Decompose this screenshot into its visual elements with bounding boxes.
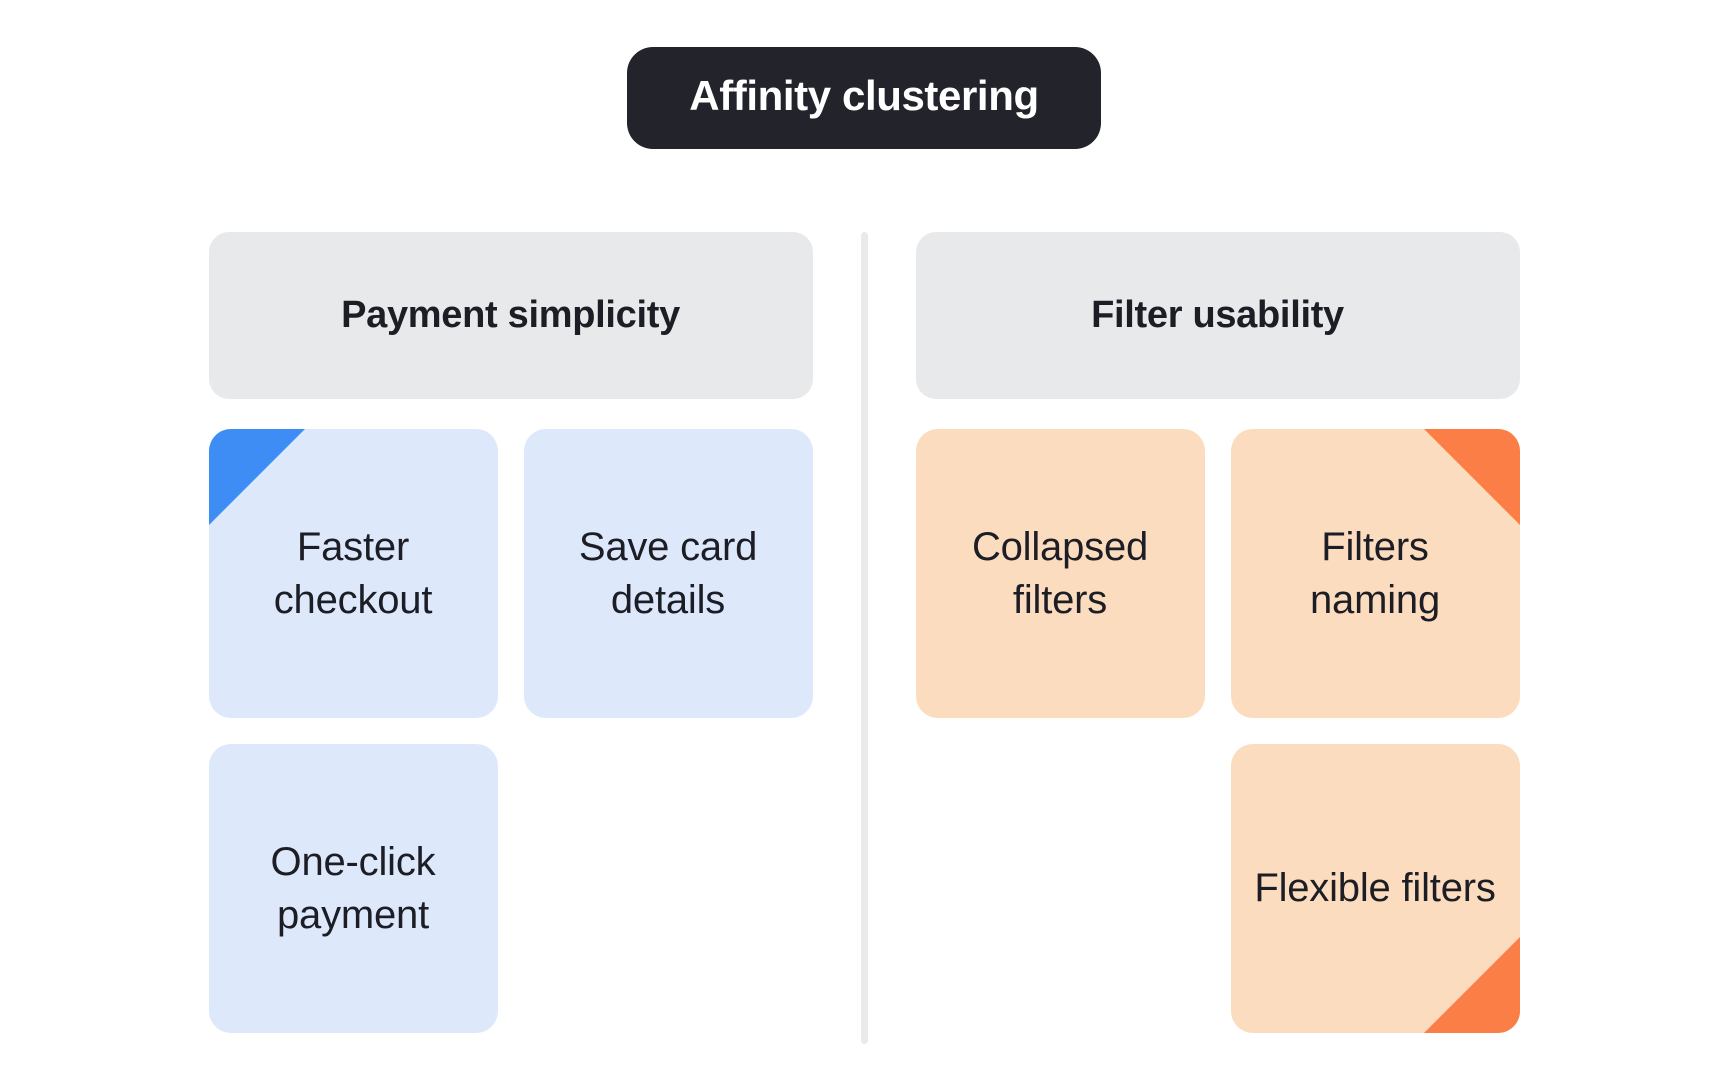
sticky-note-save-card-details[interactable]: Save card details <box>523 429 813 718</box>
cluster-header-filter-usability[interactable]: Filter usability <box>915 232 1520 399</box>
sticky-note-label: Filters naming <box>1310 524 1440 622</box>
folded-corner-icon <box>1423 429 1520 525</box>
notes-grid-filter-usability: Collapsed filters Filters naming Flexibl <box>915 429 1520 1033</box>
title-bar: Affinity clustering <box>0 0 1728 196</box>
sticky-note-flexible-filters[interactable]: Flexible filters <box>1230 744 1520 1033</box>
sticky-note-label: Faster checkout <box>273 524 433 622</box>
sticky-note-faster-checkout[interactable]: Faster checkout <box>208 429 498 718</box>
affinity-board: Payment simplicity Faster checkout Save … <box>0 232 1728 1080</box>
sticky-note-label: One-click payment <box>270 839 436 937</box>
sticky-note-filters-naming[interactable]: Filters naming <box>1230 429 1520 718</box>
sticky-note-one-click-payment[interactable]: One-click payment <box>208 744 498 1033</box>
cluster-header-label: Filter usability <box>1091 294 1344 336</box>
sticky-note-label: Save card details <box>578 524 758 622</box>
cluster-header-payment-simplicity[interactable]: Payment simplicity <box>208 232 813 399</box>
folded-corner-icon <box>208 429 305 525</box>
page-title: Affinity clustering <box>627 46 1101 150</box>
cluster-column-payment-simplicity: Payment simplicity Faster checkout Save … <box>208 232 813 1033</box>
grid-spacer <box>916 744 1205 1033</box>
column-divider <box>860 232 868 1044</box>
cluster-column-filter-usability: Filter usability Collapsed filters Filte… <box>915 232 1520 1033</box>
sticky-note-collapsed-filters[interactable]: Collapsed filters <box>915 429 1205 718</box>
notes-grid-payment-simplicity: Faster checkout Save card details One-cl… <box>208 429 813 1033</box>
sticky-note-label: Collapsed filters <box>971 524 1149 622</box>
cluster-header-label: Payment simplicity <box>341 294 680 336</box>
folded-corner-icon <box>1423 937 1520 1033</box>
sticky-note-label: Flexible filters <box>1254 866 1496 911</box>
